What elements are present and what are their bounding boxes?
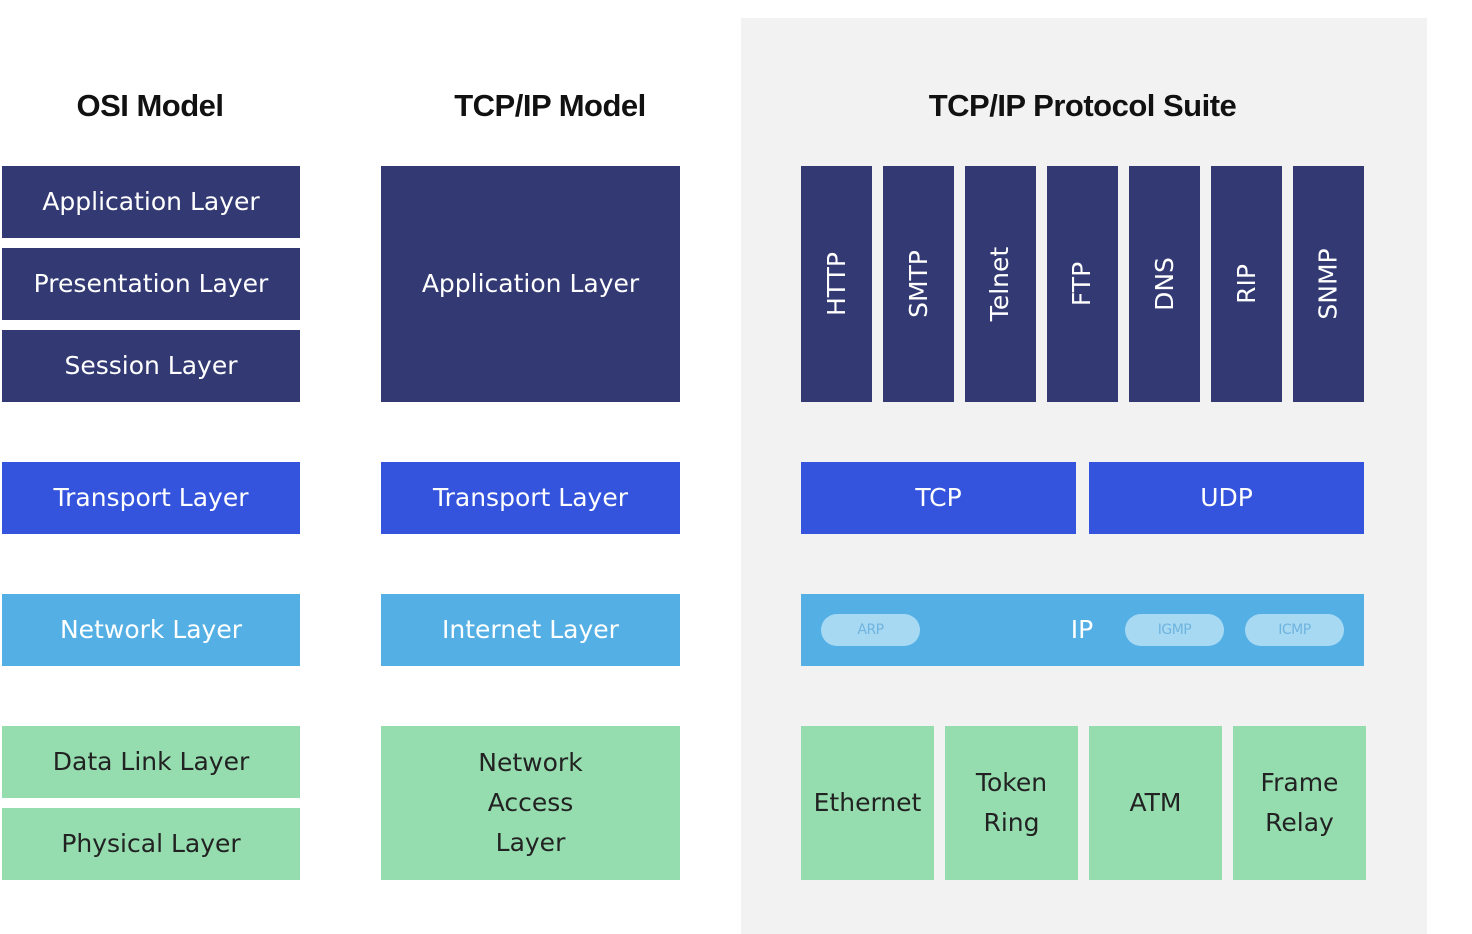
protocol-token-ring: Token Ring bbox=[945, 726, 1078, 880]
osi-application-layer: Application Layer bbox=[2, 166, 300, 238]
tcpip-transport-layer: Transport Layer bbox=[381, 462, 680, 534]
protocol-telnet: Telnet bbox=[965, 166, 1036, 402]
protocol-ethernet: Ethernet bbox=[801, 726, 934, 880]
protocol-arp-pill: ARP bbox=[821, 614, 920, 646]
protocol-icmp-pill: ICMP bbox=[1245, 614, 1344, 646]
osi-data-link-layer: Data Link Layer bbox=[2, 726, 300, 798]
protocol-smtp: SMTP bbox=[883, 166, 954, 402]
protocol-frame-relay: Frame Relay bbox=[1233, 726, 1366, 880]
protocol-igmp-pill: IGMP bbox=[1125, 614, 1224, 646]
protocol-suite-title: TCP/IP Protocol Suite bbox=[928, 88, 1237, 123]
protocol-ftp: FTP bbox=[1047, 166, 1118, 402]
osi-session-layer: Session Layer bbox=[2, 330, 300, 402]
protocol-rip: RIP bbox=[1211, 166, 1282, 402]
protocol-atm: ATM bbox=[1089, 726, 1222, 880]
osi-transport-layer: Transport Layer bbox=[2, 462, 300, 534]
osi-physical-layer: Physical Layer bbox=[2, 808, 300, 880]
tcpip-application-layer: Application Layer bbox=[381, 166, 680, 402]
tcpip-model-title: TCP/IP Model bbox=[454, 88, 646, 123]
osi-model-title: OSI Model bbox=[76, 88, 224, 123]
protocol-ip-label: IP bbox=[1070, 615, 1094, 644]
osi-network-layer: Network Layer bbox=[2, 594, 300, 666]
osi-presentation-layer: Presentation Layer bbox=[2, 248, 300, 320]
tcpip-network-access-layer: Network Access Layer bbox=[381, 726, 680, 880]
protocol-snmp: SNMP bbox=[1293, 166, 1364, 402]
protocol-udp: UDP bbox=[1089, 462, 1364, 534]
protocol-tcp: TCP bbox=[801, 462, 1076, 534]
protocol-http: HTTP bbox=[801, 166, 872, 402]
tcpip-internet-layer: Internet Layer bbox=[381, 594, 680, 666]
protocol-dns: DNS bbox=[1129, 166, 1200, 402]
